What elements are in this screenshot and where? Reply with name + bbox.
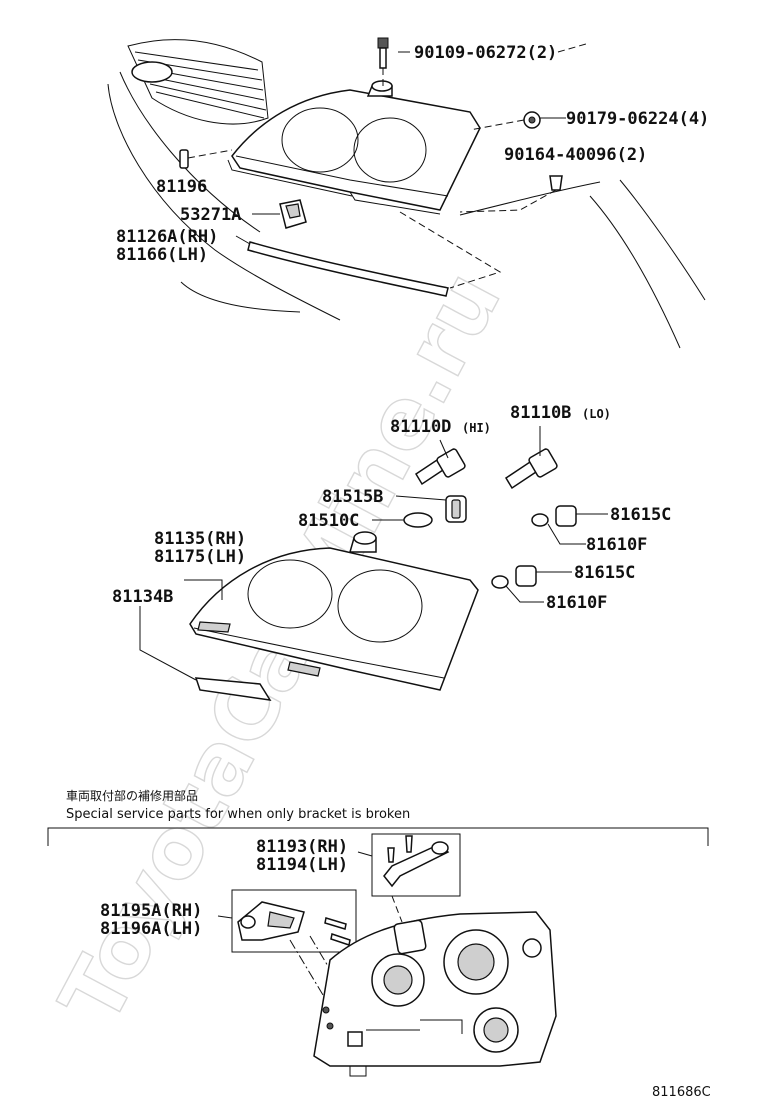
label-81110d: 81110D <box>390 417 451 437</box>
label-81166: 81166(LH) <box>116 245 208 265</box>
label-81196a: 81196A(LH) <box>100 919 202 939</box>
label-81615c-lower: 81615C <box>574 563 635 583</box>
label-53271a: 53271A <box>180 205 241 225</box>
label-81615c-upper: 81615C <box>610 505 671 525</box>
label-81610f-lower: 81610F <box>546 593 607 613</box>
label-81126a: 81126A(RH) <box>116 227 218 247</box>
label-90164: 90164-40096(2) <box>504 145 647 165</box>
label-90109: 90109-06272(2) <box>414 43 557 63</box>
middle-assembly-drawing <box>139 426 608 701</box>
label-81193: 81193(RH) <box>256 837 348 857</box>
label-81135: 81135(RH) <box>154 529 246 549</box>
label-81110d-suffix: (HI) <box>462 421 491 435</box>
service-parts-bracket-line <box>47 827 709 846</box>
label-81196: 81196 <box>156 177 207 197</box>
label-81110b-suffix: (LO) <box>582 407 611 421</box>
note-japanese: 車両取付部の補修用部品 <box>66 788 198 803</box>
bottom-assembly-drawing <box>217 833 557 1077</box>
label-81175: 81175(LH) <box>154 547 246 567</box>
label-90179: 90179-06224(4) <box>566 109 709 129</box>
label-81110b: 81110B <box>510 403 571 423</box>
label-81515b: 81515B <box>322 487 383 507</box>
label-81195a: 81195A(RH) <box>100 901 202 921</box>
label-81134b: 81134B <box>112 587 173 607</box>
label-81510c: 81510C <box>298 511 359 531</box>
label-81610f-upper: 81610F <box>586 535 647 555</box>
note-english: Special service parts for when only brac… <box>66 807 410 822</box>
label-81194: 81194(LH) <box>256 855 348 875</box>
top-assembly-drawing <box>107 37 706 349</box>
diagram-code: 811686C <box>652 1085 711 1100</box>
